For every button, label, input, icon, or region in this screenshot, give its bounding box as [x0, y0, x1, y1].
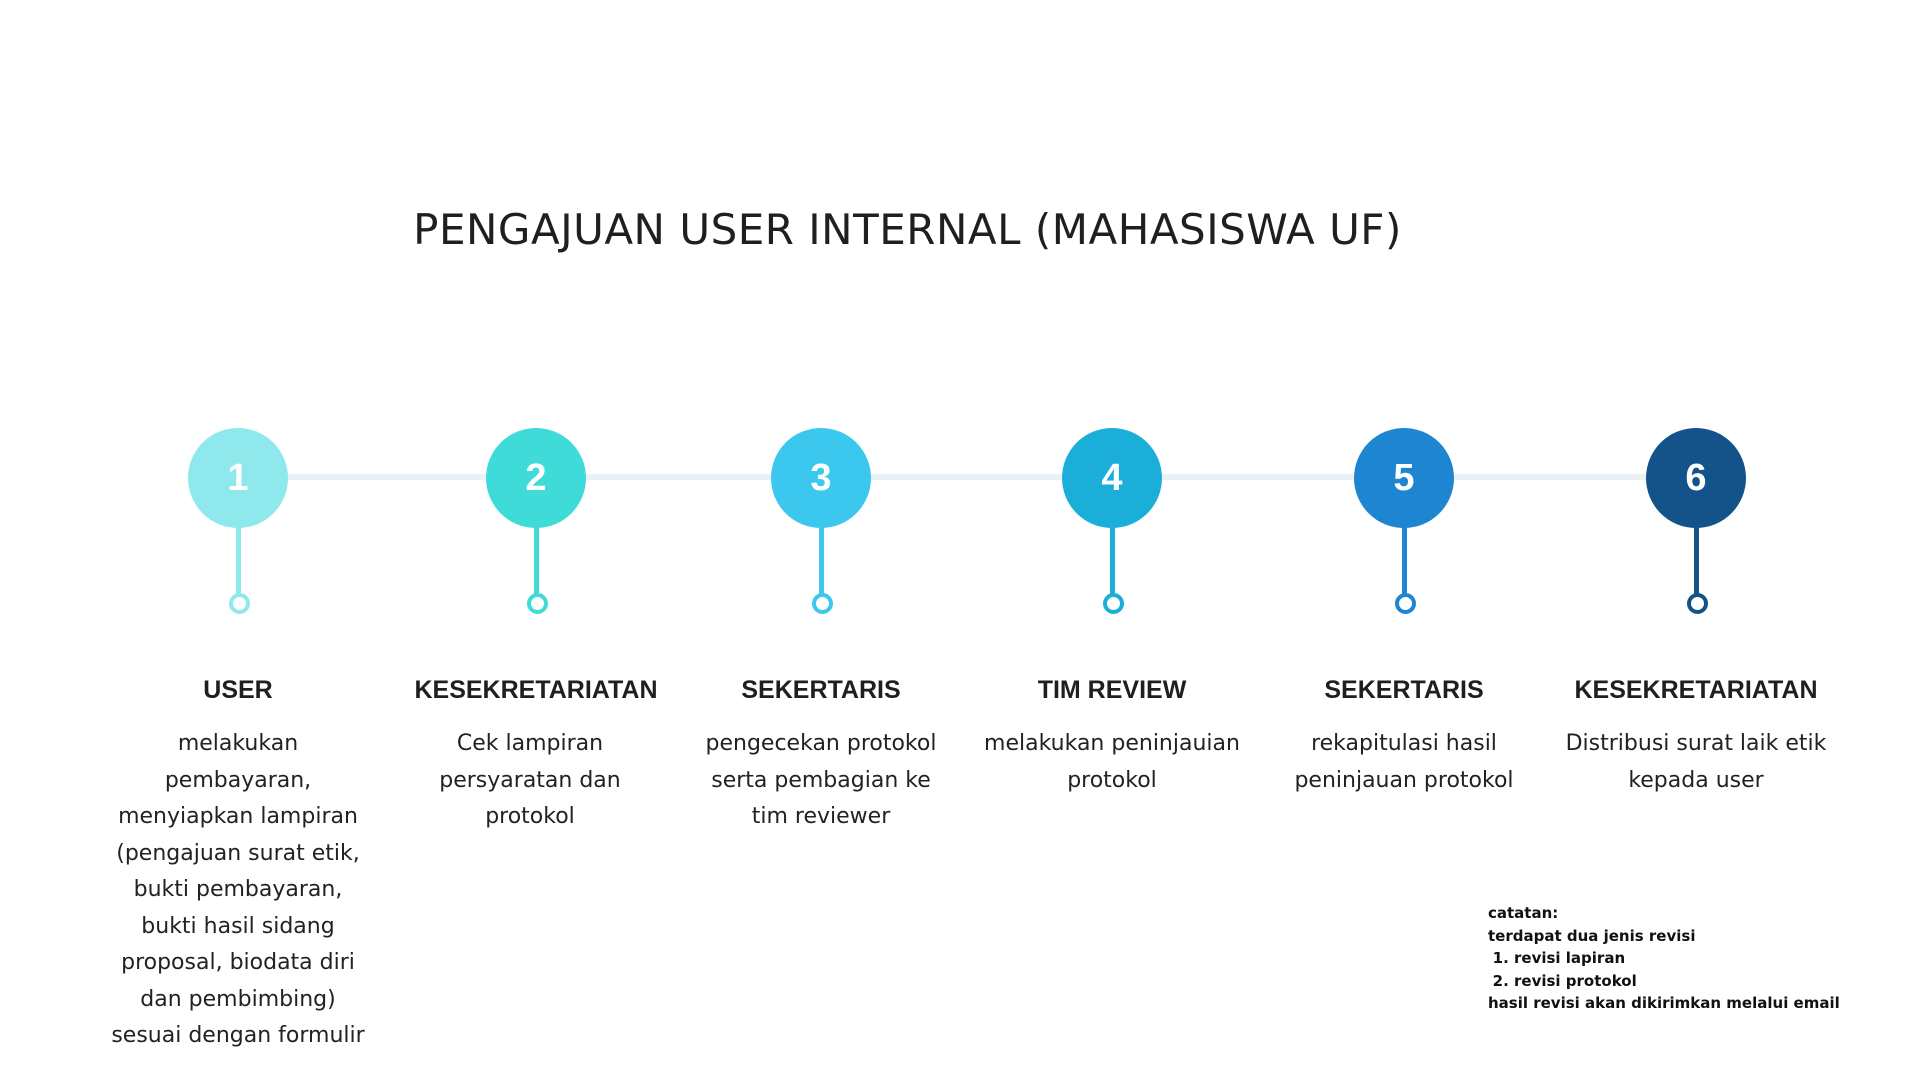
step-title: USER	[203, 676, 273, 704]
note-footer: hasil revisi akan dikirimkan melalui ema…	[1488, 994, 1840, 1012]
step-title: SEKERTARIS	[1324, 676, 1484, 704]
step-end-dot	[1103, 593, 1124, 614]
note-list-item: revisi protokol	[1514, 970, 1888, 993]
step-stem	[1110, 526, 1115, 598]
step-stem	[1402, 526, 1407, 598]
step-number-circle: 6	[1646, 428, 1746, 528]
step-number-circle: 5	[1354, 428, 1454, 528]
step-number-circle: 4	[1062, 428, 1162, 528]
step-title: KESEKRETARIATAN	[414, 676, 658, 704]
step-stem	[1694, 526, 1699, 598]
step-6: 6 KESEKRETARIATAN Distribusi surat laik …	[1556, 0, 1836, 1080]
timeline-connector-line	[240, 474, 1690, 480]
step-number-circle: 3	[771, 428, 871, 528]
step-1: 1 USER melakukan pembayaran, menyiapkan …	[98, 0, 378, 1080]
step-description: melakukan peninjauian protokol	[984, 731, 1240, 793]
step-stem	[819, 526, 824, 598]
step-title: SEKERTARIS	[741, 676, 901, 704]
step-2: 2 KESEKRETARIATAN Cek lampiran persyarat…	[396, 0, 676, 1080]
step-number-circle: 2	[486, 428, 586, 528]
note-list-item: revisi lapiran	[1514, 947, 1888, 970]
step-title: KESEKRETARIATAN	[1574, 676, 1818, 704]
step-number-circle: 1	[188, 428, 288, 528]
step-stem	[236, 526, 241, 598]
step-description: rekapitulasi hasil peninjauan protokol	[1294, 731, 1514, 793]
step-end-dot	[229, 593, 250, 614]
page-title: PENGAJUAN USER INTERNAL (MAHASISWA UF)	[413, 205, 1402, 254]
step-title: TIM REVIEW	[1037, 676, 1187, 704]
revision-note: catatan: terdapat dua jenis revisi revis…	[1488, 902, 1888, 1015]
note-intro: terdapat dua jenis revisi	[1488, 926, 1696, 945]
step-3: 3 SEKERTARIS pengecekan protokol serta p…	[681, 0, 961, 1080]
step-description: pengecekan protokol serta pembagian ke t…	[705, 731, 937, 829]
note-heading: catatan:	[1488, 904, 1559, 922]
step-description: Distribusi surat laik etik kepada user	[1565, 731, 1827, 793]
step-5: 5 SEKERTARIS rekapitulasi hasil peninjau…	[1264, 0, 1544, 1080]
step-description: Cek lampiran persyaratan dan protokol	[439, 731, 621, 829]
step-end-dot	[527, 593, 548, 614]
step-stem	[534, 526, 539, 598]
step-end-dot	[1395, 593, 1416, 614]
note-list: revisi lapiran revisi protokol	[1488, 947, 1888, 992]
step-end-dot	[1687, 593, 1708, 614]
step-description: melakukan pembayaran, menyiapkan lampira…	[111, 731, 365, 1048]
step-4: 4 TIM REVIEW melakukan peninjauian proto…	[972, 0, 1252, 1080]
step-end-dot	[812, 593, 833, 614]
